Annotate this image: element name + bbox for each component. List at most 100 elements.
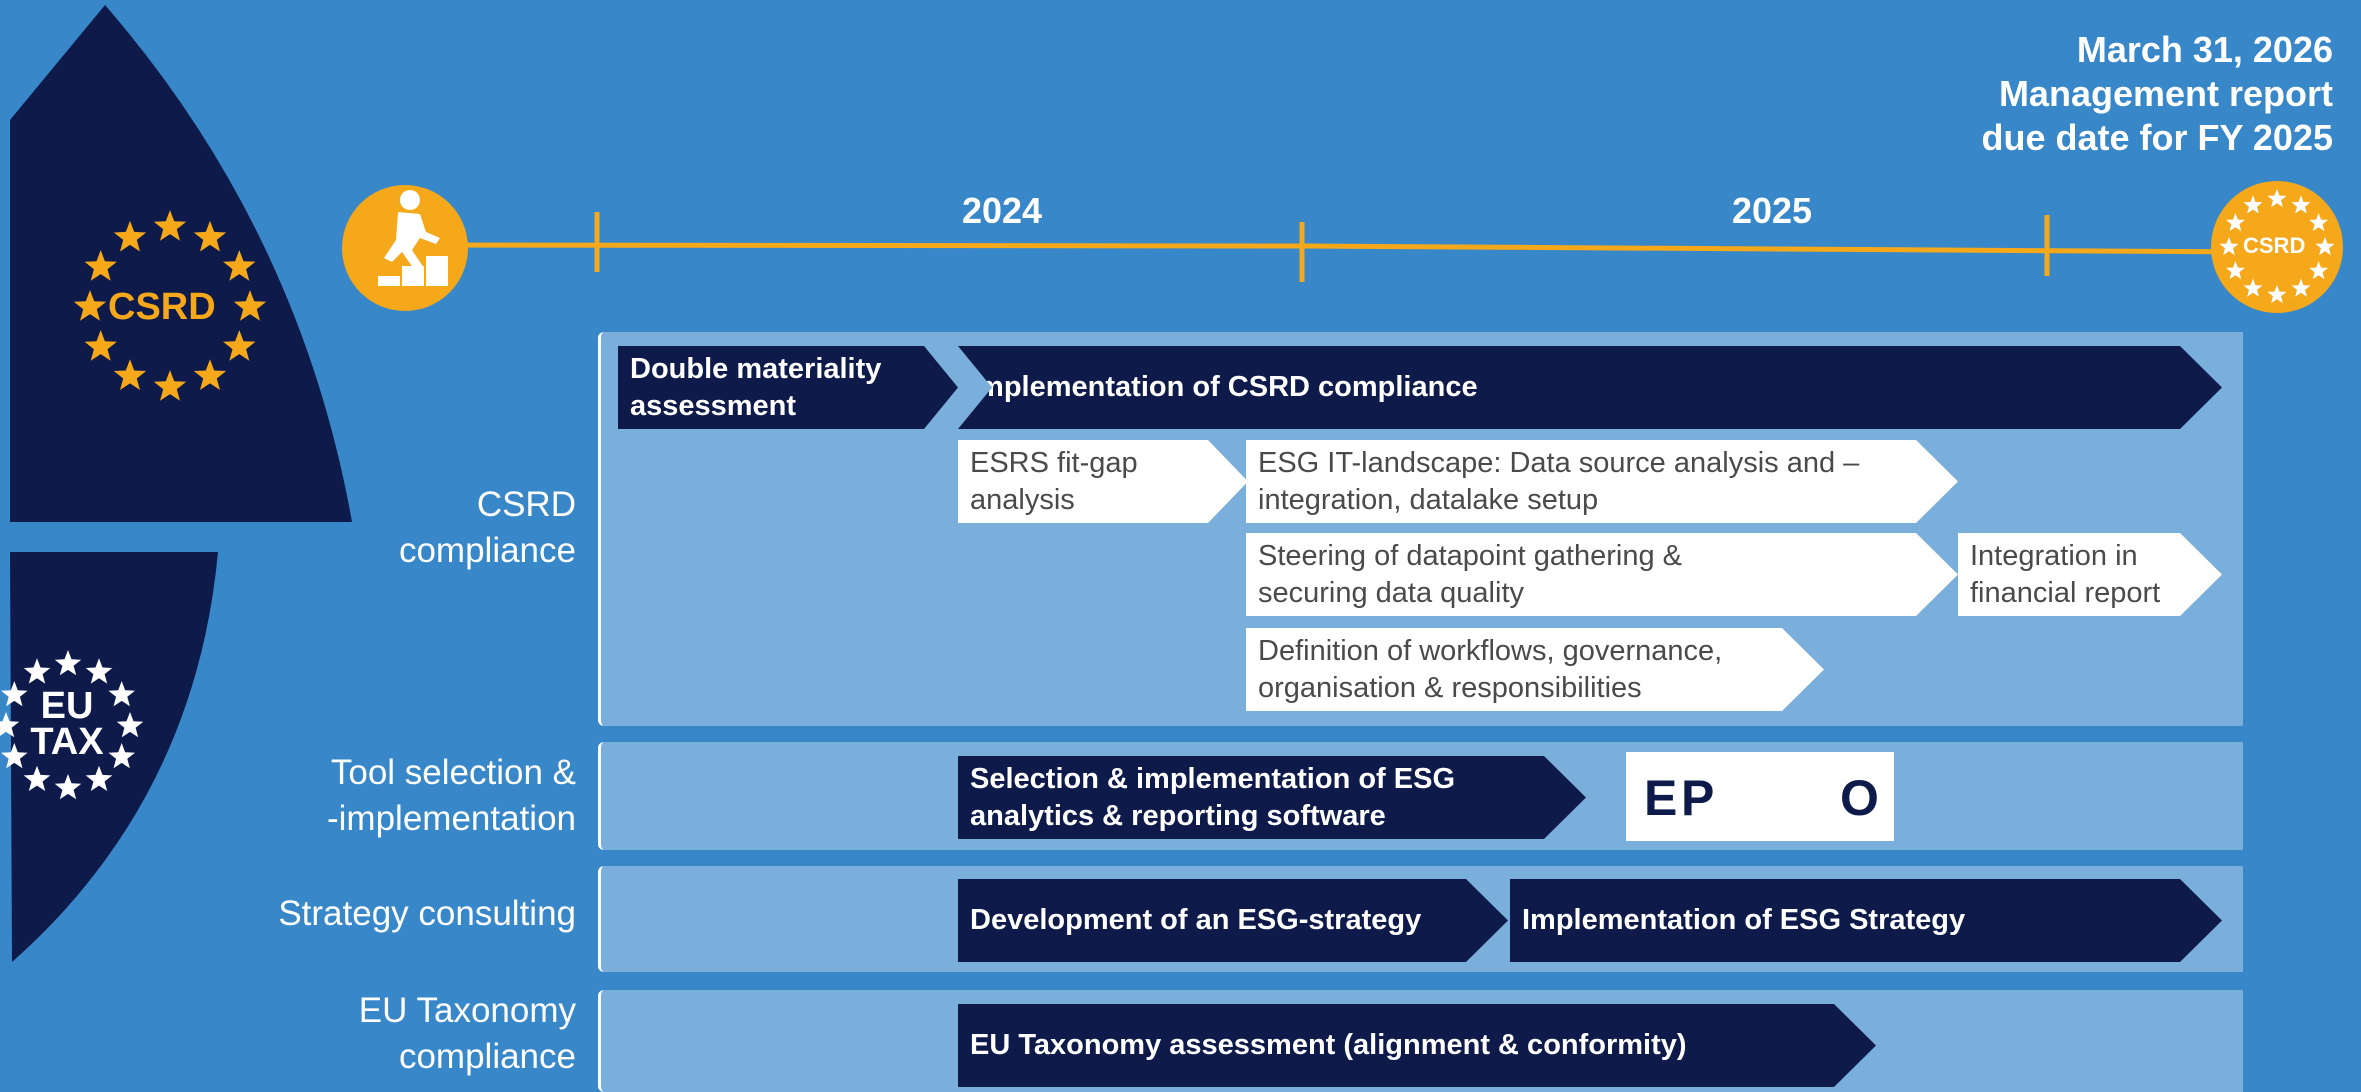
star-icon [193, 220, 227, 252]
star-icon [113, 220, 147, 252]
task-text: Implementation of CSRD compliance [970, 371, 1478, 403]
task-eu-taxonomy-assessment: EU Taxonomy assessment (alignment & conf… [958, 1004, 1876, 1087]
task-text: EU Taxonomy assessment (alignment & conf… [970, 1029, 1687, 1061]
row-label-strategy-consulting: Strategy consulting [180, 891, 576, 937]
row-label-tool-selection: Tool selection & -implementation [180, 750, 576, 842]
logo-letter-a: A [1710, 777, 1738, 819]
csrd-side-badge [10, 5, 352, 522]
row-label-line: CSRD [476, 485, 576, 524]
task-text: Development of an ESG-strategy [970, 904, 1422, 936]
star-icon [193, 359, 227, 390]
row-label-csrd-compliance: CSRD compliance [180, 482, 576, 574]
year-2025-label: 2025 [1731, 190, 1813, 231]
task-workflows-governance: Definition of workflows, governance, org… [1246, 628, 1824, 711]
task-text-line: ESRS fit-gap [970, 446, 1138, 479]
task-steering-datapoints: Steering of datapoint gathering & securi… [1246, 533, 1958, 616]
star-icon [2291, 278, 2311, 297]
due-date-fy: due date for FY 2025 [1981, 117, 2333, 158]
task-text-line: Double materiality [630, 352, 882, 385]
task-text: Implementation of ESG Strategy [1522, 904, 1966, 936]
star-icon [1, 743, 28, 769]
star-icon [23, 765, 51, 791]
due-date-label: Management report [1998, 73, 2333, 114]
end-badge-label: CSRD [2243, 233, 2306, 258]
star-icon [108, 743, 135, 769]
star-icon [2267, 285, 2287, 304]
task-text-line: Selection & implementation of ESG [970, 762, 1456, 795]
task-text-line: integration, datalake setup [1258, 483, 1599, 516]
year-2024-label: 2024 [961, 190, 1043, 231]
star-icon [2309, 213, 2329, 232]
logo-letter-c: C [1759, 777, 1787, 819]
star-icon [108, 681, 135, 707]
logo-letter-p: P [1681, 770, 1715, 826]
task-text-line: organisation & responsibilities [1258, 671, 1642, 704]
task-esg-software: Selection & implementation of ESG analyt… [958, 756, 1586, 839]
star-icon [54, 774, 82, 800]
star-icon [2219, 237, 2239, 256]
star-icon [2291, 195, 2311, 214]
star-icon [2309, 261, 2329, 280]
task-text-line: Steering of datapoint gathering & [1258, 539, 1683, 572]
task-text-line: Integration in [1970, 539, 2138, 572]
star-icon [2267, 189, 2287, 208]
logo-letter-e: E [1644, 770, 1678, 826]
eu-tax-star-ring [0, 650, 144, 800]
task-esg-strategy-development: Development of an ESG-strategy [958, 879, 1508, 962]
star-icon [2243, 195, 2263, 214]
star-icon [84, 330, 117, 361]
due-date: March 31, 2026 [2076, 29, 2333, 70]
logo-letter-t: T [1810, 777, 1834, 819]
task-text-line: ESG IT-landscape: Data source analysis a… [1258, 446, 1860, 479]
eu-tax-line2: TAX [30, 721, 104, 763]
star-icon [223, 250, 256, 281]
task-esg-strategy-implementation: Implementation of ESG Strategy [1510, 879, 2222, 962]
row-label-line: EU Taxonomy [358, 991, 576, 1030]
star-icon [2225, 261, 2245, 280]
star-icon [2225, 213, 2245, 232]
task-text-line: analytics & reporting software [970, 799, 1386, 832]
star-icon [23, 658, 51, 684]
star-icon [85, 658, 113, 684]
task-csrd-implementation: Implementation of CSRD compliance [958, 346, 2222, 429]
task-text-line: securing data quality [1258, 576, 1524, 609]
row-label-eu-taxonomy: EU Taxonomy compliance [180, 988, 576, 1080]
csrd-end-badge [2211, 181, 2343, 313]
task-text-line: Definition of workflows, governance, [1258, 634, 1723, 667]
star-icon [116, 712, 144, 738]
eu-tax-side-badge-label: EU TAX [24, 685, 110, 763]
star-icon [153, 210, 187, 241]
epacto-logo: E P A C T O [1626, 752, 1894, 841]
task-text-line: analysis [970, 483, 1075, 516]
task-integration-financial-report: Integration in financial report [1958, 533, 2222, 616]
csrd-star-ring [73, 210, 267, 401]
star-icon [84, 250, 117, 281]
person-climbing-stairs-icon [342, 185, 468, 311]
star-icon [1, 681, 28, 707]
star-icon [113, 359, 147, 390]
star-icon [2315, 237, 2335, 256]
star-icon [73, 290, 107, 321]
csrd-side-badge-label: CSRD [108, 286, 216, 328]
row-label-line: Strategy consulting [278, 894, 576, 933]
eu-tax-line1: EU [40, 685, 94, 727]
star-icon [223, 330, 256, 361]
star-icon [233, 290, 267, 321]
row-label-line: Tool selection & [330, 753, 576, 792]
timeline-line [419, 242, 2261, 255]
due-date-note: March 31, 2026 Management report due dat… [1813, 28, 2333, 160]
star-icon [0, 712, 20, 738]
star-icon [153, 370, 187, 401]
star-icon [54, 650, 82, 676]
task-double-materiality: Double materiality assessment [618, 346, 958, 429]
star-icon [85, 765, 113, 791]
row-label-line: compliance [398, 531, 576, 570]
row-label-line: -implementation [327, 799, 576, 838]
task-text-line: assessment [630, 389, 797, 422]
task-esrs-fitgap: ESRS fit-gap analysis [958, 440, 1248, 523]
task-esg-it-landscape: ESG IT-landscape: Data source analysis a… [1246, 440, 1958, 523]
row-label-line: compliance [398, 1037, 576, 1076]
task-text-line: financial report [1970, 576, 2161, 609]
logo-letter-o: O [1840, 770, 1879, 826]
